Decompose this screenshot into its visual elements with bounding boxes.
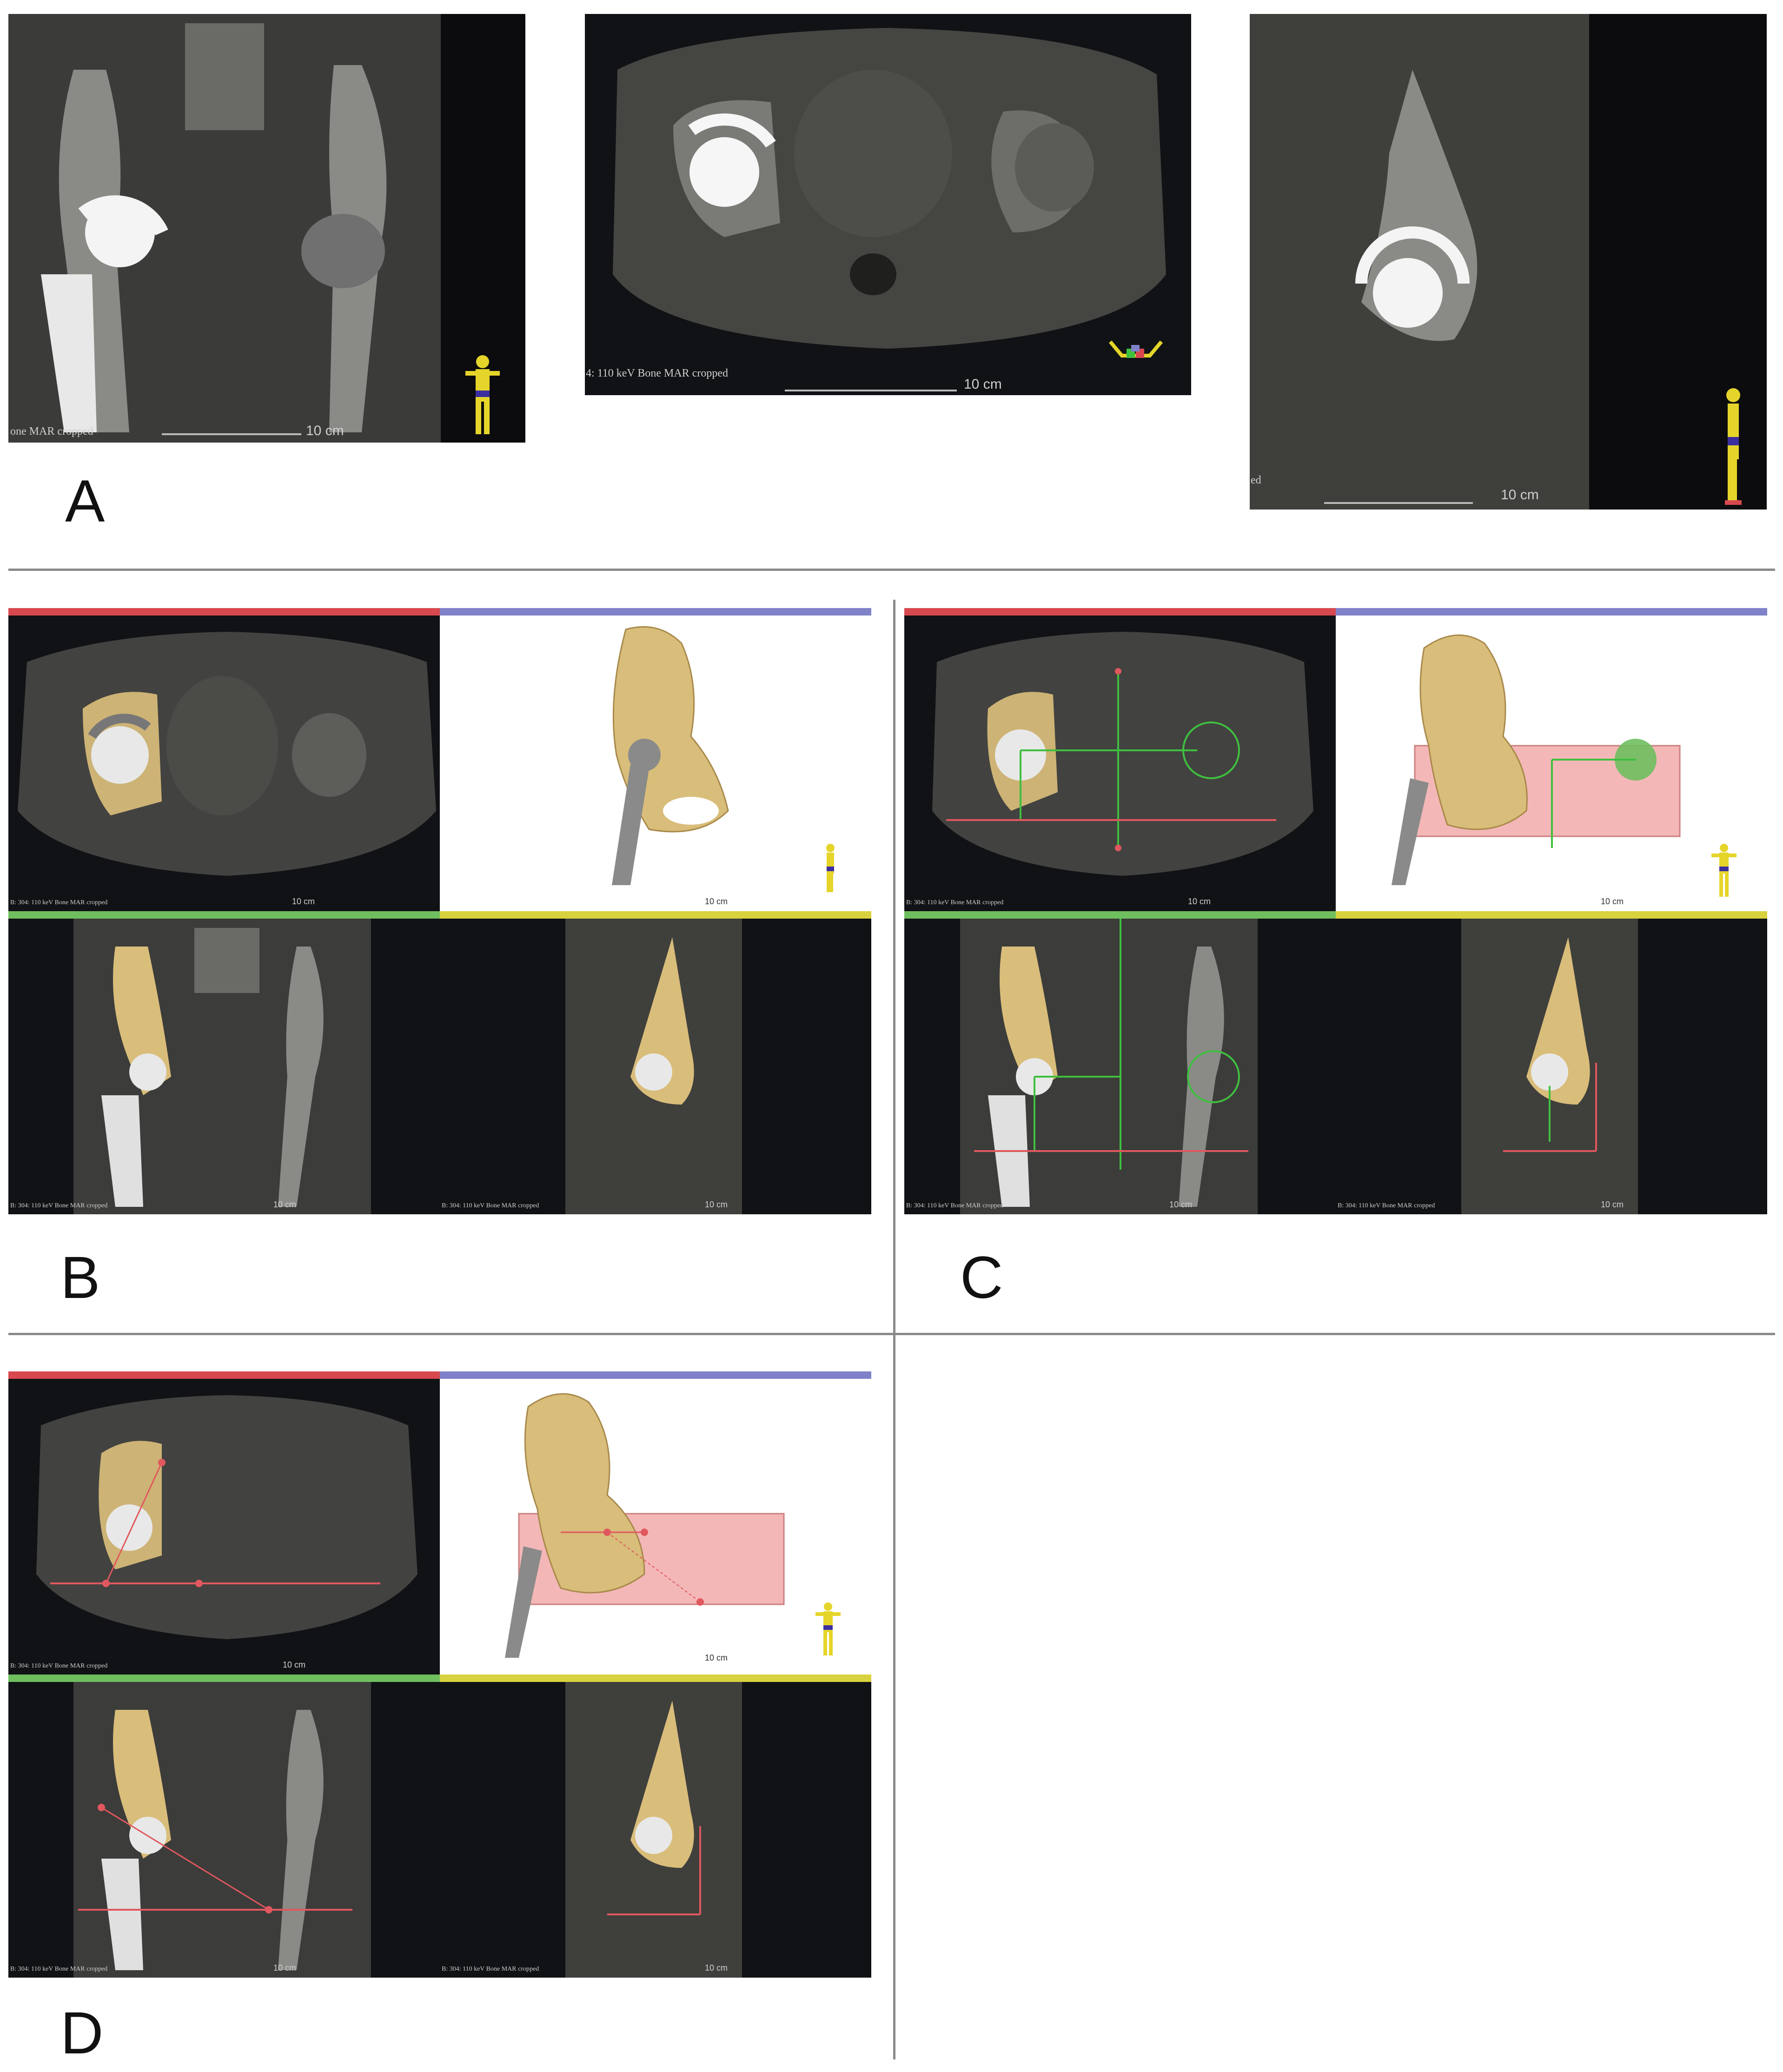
scale-bar bbox=[785, 390, 957, 391]
view-bar-green bbox=[8, 911, 440, 919]
coronal-ct-image bbox=[8, 14, 525, 443]
panel-label-b: B bbox=[60, 1245, 100, 1311]
scale-label: 10 cm bbox=[1501, 487, 1539, 503]
caption: B: 304: 110 keV Bone MAR cropped bbox=[10, 1662, 108, 1669]
scale-label: 10 cm bbox=[705, 1200, 728, 1209]
view-bar-blue bbox=[1336, 608, 1767, 616]
panel-b-coronal: B: 304: 110 keV Bone MAR cropped 10 cm bbox=[8, 919, 440, 1214]
panel-d-axial: B: 304: 110 keV Bone MAR cropped 10 cm bbox=[8, 1379, 440, 1675]
scale-label: 10 cm bbox=[1169, 1200, 1193, 1209]
scale-label: 10 cm bbox=[292, 897, 315, 906]
scale-bar bbox=[1324, 502, 1473, 504]
panel-a-axial-ct: 4: 110 keV Bone MAR cropped 10 cm bbox=[585, 14, 1191, 395]
view-bar-yellow bbox=[440, 911, 871, 919]
panel-c-coronal: B: 304: 110 keV Bone MAR cropped 10 cm bbox=[904, 919, 1336, 1214]
caption: B: 304: 110 keV Bone MAR cropped bbox=[906, 899, 1004, 906]
sagittal-view bbox=[565, 919, 742, 1214]
coronal-view-measure bbox=[960, 919, 1258, 1214]
scale-label: 10 cm bbox=[273, 1963, 297, 1973]
panel-a-sagittal-ct: ed 10 cm bbox=[1250, 14, 1767, 510]
divider-top bbox=[8, 569, 1775, 571]
sagittal-view-measure bbox=[1461, 919, 1638, 1214]
panel-c-axial: B: 304: 110 keV Bone MAR cropped 10 cm bbox=[904, 616, 1336, 911]
axial-ct-image bbox=[613, 28, 1166, 349]
view-bar-red bbox=[8, 608, 440, 616]
caption: B: 304: 110 keV Bone MAR cropped bbox=[10, 899, 108, 906]
scale-label: 10 cm bbox=[705, 897, 728, 906]
panel-c-sagittal: B: 304: 110 keV Bone MAR cropped 10 cm bbox=[1336, 919, 1767, 1214]
view-bar-blue bbox=[440, 608, 871, 616]
scale-label: 10 cm bbox=[1601, 1200, 1624, 1209]
caption: B: 304: 110 keV Bone MAR cropped bbox=[906, 1202, 1004, 1209]
caption: B: 304: 110 keV Bone MAR cropped bbox=[442, 1966, 539, 1973]
3d-pelvis-angles bbox=[505, 1393, 785, 1658]
scale-label: 10 cm bbox=[1601, 897, 1624, 906]
human-orientation-icon bbox=[1719, 386, 1747, 507]
panel-a-coronal-ct: one MAR cropped 10 cm bbox=[8, 14, 525, 443]
coronal-view-angles bbox=[73, 1682, 371, 1978]
scale-label: 10 cm bbox=[283, 1660, 306, 1669]
caption: B: 304: 110 keV Bone MAR cropped bbox=[442, 1202, 539, 1209]
panel-label-a: A bbox=[65, 468, 105, 535]
panel-d-sagittal: B: 304: 110 keV Bone MAR cropped 10 cm bbox=[440, 1682, 871, 1978]
panel-b-sagittal: B: 304: 110 keV Bone MAR cropped 10 cm bbox=[440, 919, 871, 1214]
axial-view bbox=[18, 632, 436, 876]
scale-label: 10 cm bbox=[306, 423, 344, 438]
coronal-view bbox=[73, 919, 371, 1214]
3d-pelvis-model bbox=[612, 626, 729, 885]
view-bar-green bbox=[904, 911, 1336, 919]
caption: B: 304: 110 keV Bone MAR cropped bbox=[1338, 1202, 1435, 1209]
panel-label-c: C bbox=[960, 1245, 1003, 1311]
view-bar-red bbox=[8, 1371, 440, 1379]
panel-d-coronal: B: 304: 110 keV Bone MAR cropped 10 cm bbox=[8, 1682, 440, 1978]
panel-b-3d: 10 cm bbox=[440, 616, 871, 911]
panel-b-axial: B: 304: 110 keV Bone MAR cropped 10 cm bbox=[8, 616, 440, 911]
caption: B: 304: 110 keV Bone MAR cropped bbox=[10, 1202, 108, 1209]
human-orientation-icon bbox=[812, 1602, 844, 1658]
panel-d-3d: 10 cm bbox=[440, 1379, 871, 1675]
human-orientation-icon bbox=[821, 843, 840, 894]
sagittal-ct-image bbox=[1250, 14, 1767, 510]
scale-label: 10 cm bbox=[705, 1963, 728, 1973]
3d-pelvis-measure bbox=[1392, 634, 1681, 885]
scale-bar bbox=[162, 433, 301, 435]
caption: 4: 110 keV Bone MAR cropped bbox=[586, 367, 728, 379]
human-orientation-icon bbox=[462, 353, 504, 437]
scale-label: 10 cm bbox=[964, 377, 1002, 392]
human-orientation-icon bbox=[1708, 843, 1740, 899]
view-bar-red bbox=[904, 608, 1336, 616]
divider-vertical bbox=[893, 600, 895, 2059]
view-bar-yellow bbox=[440, 1675, 871, 1682]
axial-view-measure bbox=[932, 632, 1313, 876]
caption: B: 304: 110 keV Bone MAR cropped bbox=[10, 1966, 108, 1973]
view-bar-yellow bbox=[1336, 911, 1767, 919]
scale-label: 10 cm bbox=[1188, 897, 1211, 906]
sagittal-view-angles bbox=[565, 1682, 742, 1978]
caption: one MAR cropped bbox=[10, 425, 93, 437]
axes-orientation-icon bbox=[1106, 335, 1166, 363]
scale-label: 10 cm bbox=[273, 1200, 297, 1209]
divider-middle bbox=[8, 1333, 1775, 1335]
panel-label-d: D bbox=[60, 2000, 104, 2066]
caption: ed bbox=[1251, 474, 1261, 486]
scale-label: 10 cm bbox=[705, 1653, 728, 1662]
view-bar-blue bbox=[440, 1371, 871, 1379]
axial-view-angles bbox=[36, 1395, 418, 1639]
view-bar-green bbox=[8, 1675, 440, 1682]
panel-c-3d: 10 cm bbox=[1336, 616, 1767, 911]
